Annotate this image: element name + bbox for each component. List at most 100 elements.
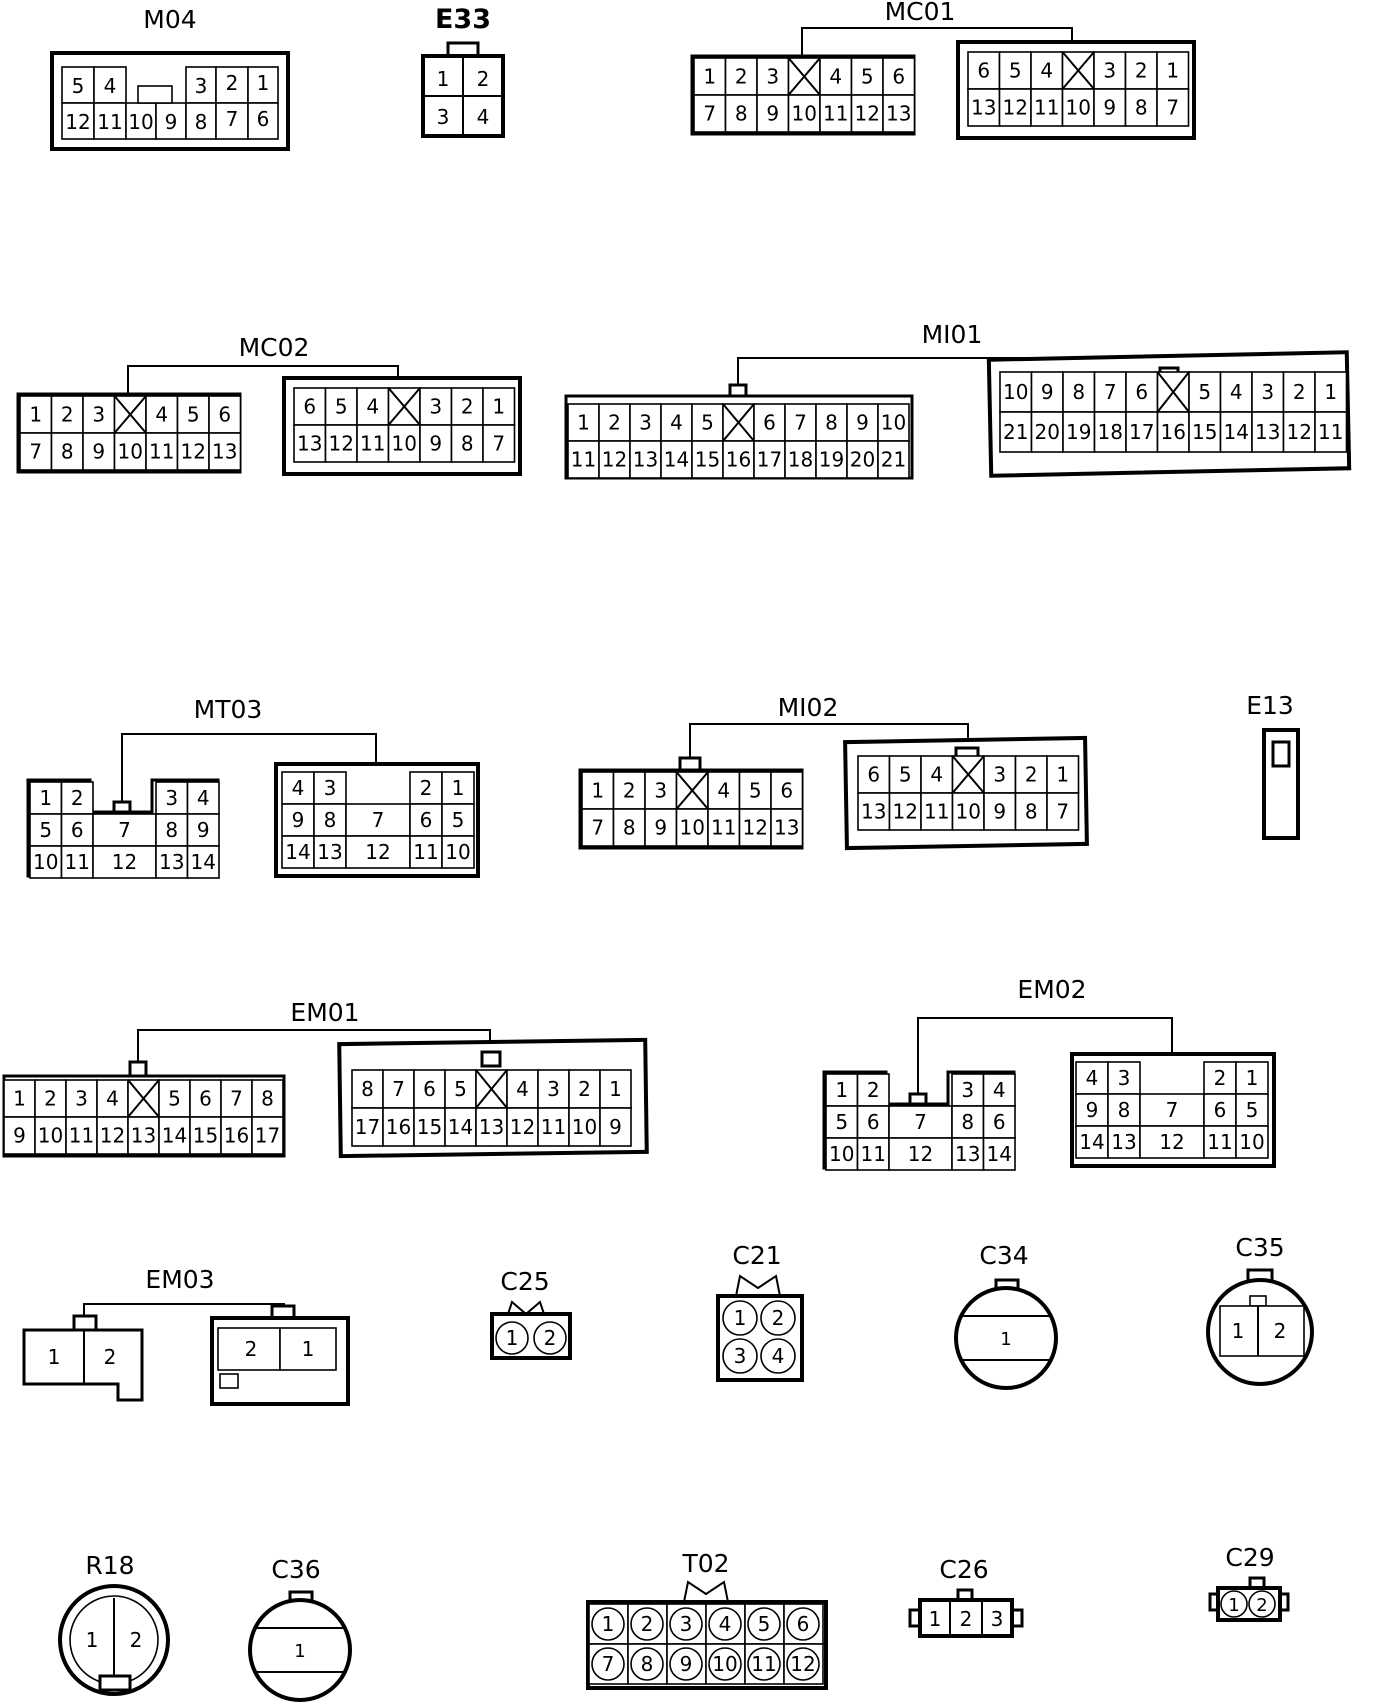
connector-m04-label: M04 [143,5,196,34]
pin-label: 9 [654,816,667,840]
pin-label: 10 [38,1124,63,1148]
connector-c35: C35 1 2 [1206,1233,1314,1386]
pin-label: 1 [602,1612,615,1636]
pin-label: 4 [366,395,379,419]
pin-label: 13 [955,1142,980,1166]
pin-label: 4 [670,411,683,435]
pin-label: 1 [437,67,450,91]
pin-label: 9 [856,411,869,435]
pin-label: 1 [294,1641,305,1662]
pin-label: 10 [792,102,817,126]
pin-label: 5 [861,65,874,89]
pin-label: 10 [829,1142,854,1166]
pin-label: 10 [881,411,906,435]
pin-label: 2 [245,1337,258,1361]
pin-label: 13 [886,102,911,126]
pin-label: 11 [823,102,848,126]
pin-label: 13 [131,1124,156,1148]
pin-label: 3 [991,1607,1004,1631]
connector-c35-label: C35 [1235,1233,1284,1262]
pin-label: 9 [165,110,178,134]
pin-label: 11 [541,1115,566,1139]
pin-label: 4 [1040,59,1053,83]
pin-label: 6 [780,779,793,803]
pin-label: 5 [335,395,348,419]
connector-r18-label: R18 [85,1551,134,1580]
pin-label: 4 [993,1078,1006,1102]
connector-c21-label: C21 [732,1241,781,1270]
pin-label: 4 [197,786,210,810]
pin-label: 8 [961,1110,974,1134]
pin-label: 3 [75,1087,88,1111]
pin-label: 7 [492,432,505,456]
pin-label: 13 [317,840,342,864]
pin-label: 4 [772,1344,785,1368]
pin-label: 1 [1228,1595,1239,1616]
connector-c29-label: C29 [1225,1543,1274,1572]
pin-label: 3 [654,779,667,803]
pin-label: 7 [226,107,239,131]
pin-label: 4 [516,1077,529,1101]
pin-label: 15 [193,1124,218,1148]
connector-c34: C34 1 [954,1241,1058,1390]
pin-label: 7 [602,1652,615,1676]
pin-label: 16 [726,448,751,472]
pin-label: 15 [417,1115,442,1139]
pin-label: 12 [510,1115,535,1139]
pin-label: 14 [987,1142,1012,1166]
pin-label: 9 [13,1124,26,1148]
pin-label: 16 [386,1115,411,1139]
pin-label: 4 [477,105,490,129]
pin-label: 1 [835,1078,848,1102]
pin-label: 1 [591,779,604,803]
pin-label: 11 [711,816,736,840]
pin-label: 1 [452,776,465,800]
pin-label: 14 [191,850,216,874]
pin-label: 8 [1072,380,1085,404]
pin-label: 14 [448,1115,473,1139]
pin-label: 13 [861,800,886,824]
pin-label: 12 [893,800,918,824]
pin-label: 5 [168,1087,181,1111]
pin-label: 11 [65,850,90,874]
pin-label: 2 [641,1612,654,1636]
pin-label: 4 [106,1087,119,1111]
connector-m04: M04 5 4 3 2 1 12 11 10 9 8 7 6 [50,5,290,151]
pin-label: 4 [1230,380,1243,404]
pin-label: 11 [413,840,438,864]
pin-label: 8 [735,102,748,126]
pin-label: 4 [930,763,943,787]
pin-label: 1 [29,403,42,427]
pin-label: 6 [257,107,270,131]
pin-label: 20 [850,448,875,472]
pin-label: 9 [766,102,779,126]
pin-label: 19 [1066,420,1091,444]
connector-em03: EM03 1 2 2 1 [22,1265,350,1406]
pin-label: 4 [719,1612,732,1636]
pin-label: 8 [623,816,636,840]
pin-label: 4 [292,776,305,800]
pin-label: 9 [197,818,210,842]
pin-label: 2 [867,1078,880,1102]
pin-label: 5 [1009,59,1022,83]
pin-label: 7 [29,440,42,464]
pin-label: 2 [61,403,74,427]
pin-label: 2 [104,1345,117,1369]
pin-label: 7 [1104,380,1117,404]
pin-label: 8 [641,1652,654,1676]
pin-label: 12 [855,102,880,126]
connector-c26: C26 1 2 3 [908,1555,1024,1638]
pin-label: 7 [591,816,604,840]
pin-label: 3 [1103,59,1116,83]
pin-label: 11 [751,1652,776,1676]
connector-c25-label: C25 [500,1267,549,1296]
connector-mi01-label: MI01 [922,320,983,349]
pin-label: 11 [1318,420,1343,444]
pin-label: 3 [429,395,442,419]
pin-label: 9 [429,432,442,456]
pin-label: 1 [257,71,270,95]
